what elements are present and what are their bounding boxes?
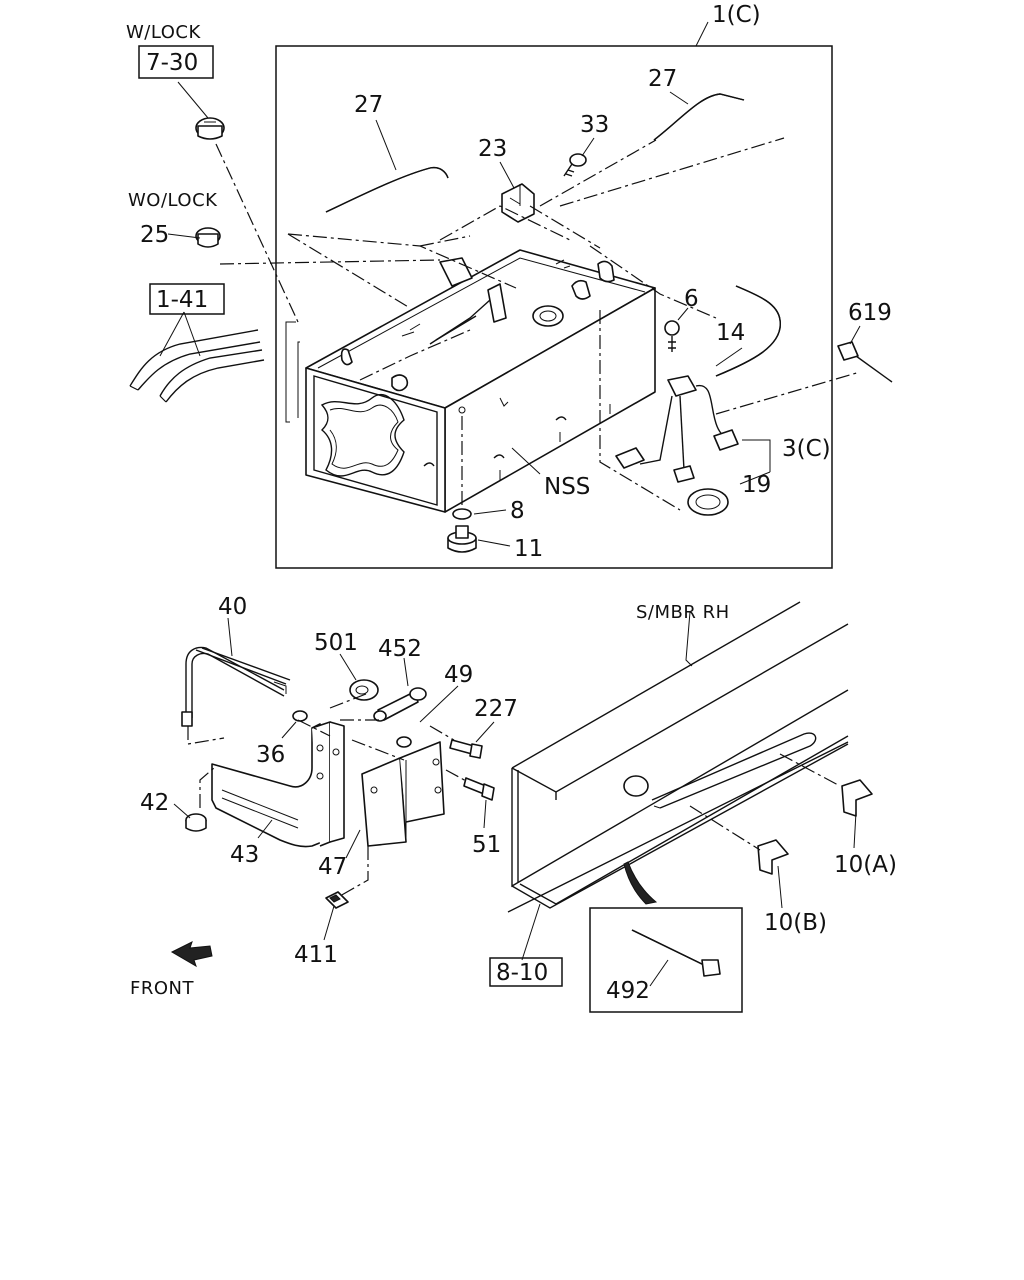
- ref-box-7-30: [138, 45, 214, 79]
- tank-strap-40: [181, 646, 291, 727]
- bushing-501: [349, 679, 379, 701]
- screw-6: [664, 320, 680, 352]
- label-part-49: 49: [444, 662, 473, 688]
- filler-cap-with-lock: [195, 117, 225, 140]
- label-part-10b: 10(B): [764, 910, 827, 936]
- label-part-10a: 10(A): [834, 852, 897, 878]
- label-wo-lock: WO/LOCK: [128, 190, 218, 211]
- pin-452: [373, 687, 427, 722]
- label-ref-7-30: 7-30: [146, 50, 198, 76]
- label-part-51: 51: [472, 832, 501, 858]
- label-nss: NSS: [544, 474, 590, 500]
- fuel-sender-harness: [615, 375, 739, 516]
- ref-box-1-41: [149, 283, 225, 315]
- label-part-36: 36: [256, 742, 285, 768]
- ref-box-8-10: [489, 957, 563, 987]
- label-part-43: 43: [230, 842, 259, 868]
- front-direction-arrow: [170, 941, 213, 968]
- label-part-1c: 1(C): [712, 2, 761, 28]
- clip-10b: [757, 839, 789, 875]
- label-part-3c: 3(C): [782, 436, 831, 462]
- label-part-11: 11: [514, 536, 543, 562]
- label-part-27-left: 27: [354, 92, 383, 118]
- label-part-619: 619: [848, 300, 892, 326]
- label-front: FRONT: [130, 978, 194, 999]
- label-ref-1-41: 1-41: [156, 287, 208, 313]
- breather-hose-left: [325, 166, 449, 213]
- cable-tie-492: [631, 929, 721, 977]
- label-part-27-right: 27: [648, 66, 677, 92]
- inset-box-492: [589, 907, 743, 1013]
- label-part-33: 33: [580, 112, 609, 138]
- label-part-14: 14: [716, 320, 745, 346]
- label-part-40: 40: [218, 594, 247, 620]
- label-part-42: 42: [140, 790, 169, 816]
- cable-tie-619: [837, 341, 893, 383]
- drain-plug-11: [447, 525, 477, 553]
- tank-assembly-frame: [275, 45, 833, 569]
- clip-10a: [841, 779, 873, 817]
- breather-hose-right: [653, 93, 745, 141]
- label-part-8: 8: [510, 498, 525, 524]
- fuel-tank: [305, 249, 656, 513]
- label-part-25: 25: [140, 222, 169, 248]
- tank-bracket-43: [211, 721, 345, 848]
- nut-49: [396, 736, 412, 748]
- filler-hoses: [129, 329, 265, 403]
- screw-33: [563, 153, 587, 177]
- bracket-47: [361, 741, 445, 847]
- label-part-47: 47: [318, 854, 347, 880]
- washer-8: [452, 508, 472, 520]
- bolt-51: [463, 777, 495, 801]
- clip-411: [325, 891, 349, 909]
- label-side-member-rh: S/MBR RH: [636, 602, 730, 623]
- label-part-23: 23: [478, 136, 507, 162]
- bolt-227: [449, 739, 483, 759]
- label-part-227: 227: [474, 696, 518, 722]
- label-part-501: 501: [314, 630, 358, 656]
- inset-pointer-arrow: [623, 861, 658, 905]
- side-member-rh: [507, 601, 849, 913]
- nut-36: [292, 710, 308, 722]
- label-part-411: 411: [294, 942, 338, 968]
- label-w-lock: W/LOCK: [126, 22, 201, 43]
- label-part-6: 6: [684, 286, 699, 312]
- label-ref-8-10: 8-10: [496, 960, 548, 986]
- label-part-19: 19: [742, 472, 771, 498]
- nut-42: [185, 813, 207, 832]
- clip-23: [501, 183, 535, 223]
- filler-cap-without-lock: [195, 227, 221, 248]
- label-part-452: 452: [378, 636, 422, 662]
- label-part-492: 492: [606, 978, 650, 1004]
